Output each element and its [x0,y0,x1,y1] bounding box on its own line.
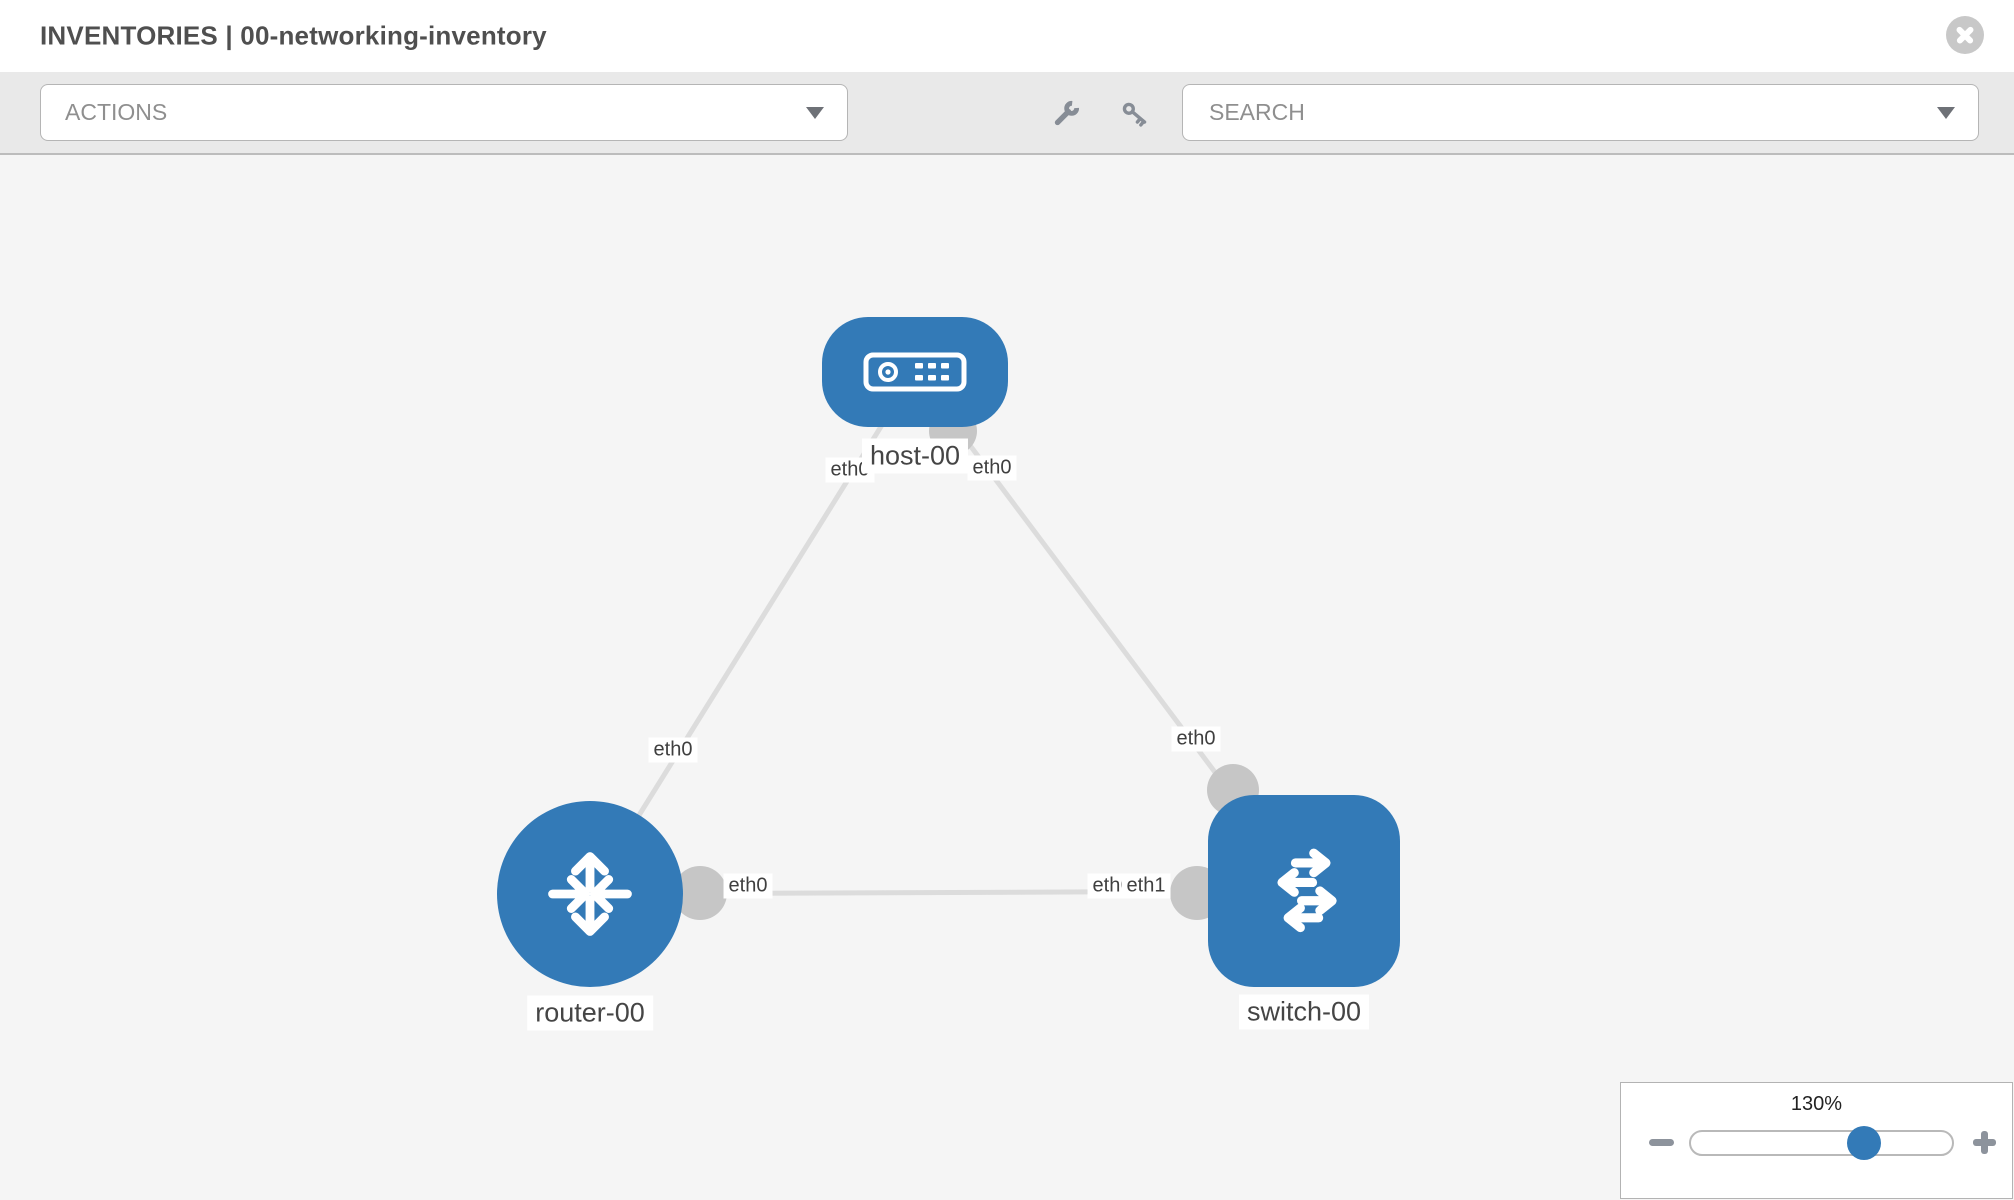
node-label-host: host-00 [861,438,969,474]
actions-dropdown[interactable]: ACTIONS [40,84,848,141]
router-icon [548,852,632,936]
actions-dropdown-label: ACTIONS [65,99,168,125]
header-bar: INVENTORIES | 00-networking-inventory [0,0,2014,72]
chevron-down-icon [806,106,824,119]
zoom-panel: 130% [1620,1082,2013,1199]
plus-icon[interactable] [1973,1131,1996,1154]
node-label-switch: switch-00 [1238,994,1370,1030]
wrench-icon[interactable] [1049,97,1083,131]
search-dropdown[interactable] [1182,84,1979,141]
iface-label-host-eth0: eth0 [967,455,1017,481]
search-input[interactable] [1207,98,1978,127]
zoom-slider-handle[interactable] [1847,1126,1881,1160]
node-label-router: router-00 [527,995,653,1031]
topology-canvas[interactable]: host-00 router-00 switch-00 eth0 eth0 et… [0,155,2014,1200]
host-icon [863,352,967,392]
node-host-00[interactable] [822,317,1008,427]
key-icon[interactable] [1118,97,1152,131]
page-title: INVENTORIES | 00-networking-inventory [40,20,547,51]
iface-label-switch-eth1: eth1 [1121,873,1171,899]
chevron-down-icon [1937,106,1955,119]
toolbar: ACTIONS [0,72,2014,155]
iface-label-switch-eth0: eth0 [1171,726,1221,752]
port-router-eth0 [673,866,727,920]
node-router-00[interactable] [497,801,683,987]
iface-label-router-eth0: eth0 [723,873,773,899]
switch-icon [1277,848,1337,933]
close-icon[interactable] [1946,16,1984,54]
iface-label-router-eth0: eth0 [648,737,698,763]
node-switch-00[interactable] [1208,795,1400,987]
zoom-level-text: 130% [1790,1093,1843,1115]
minus-icon[interactable] [1649,1139,1674,1146]
plus-icon-bar [1981,1131,1988,1154]
zoom-slider-track[interactable] [1689,1130,1954,1156]
